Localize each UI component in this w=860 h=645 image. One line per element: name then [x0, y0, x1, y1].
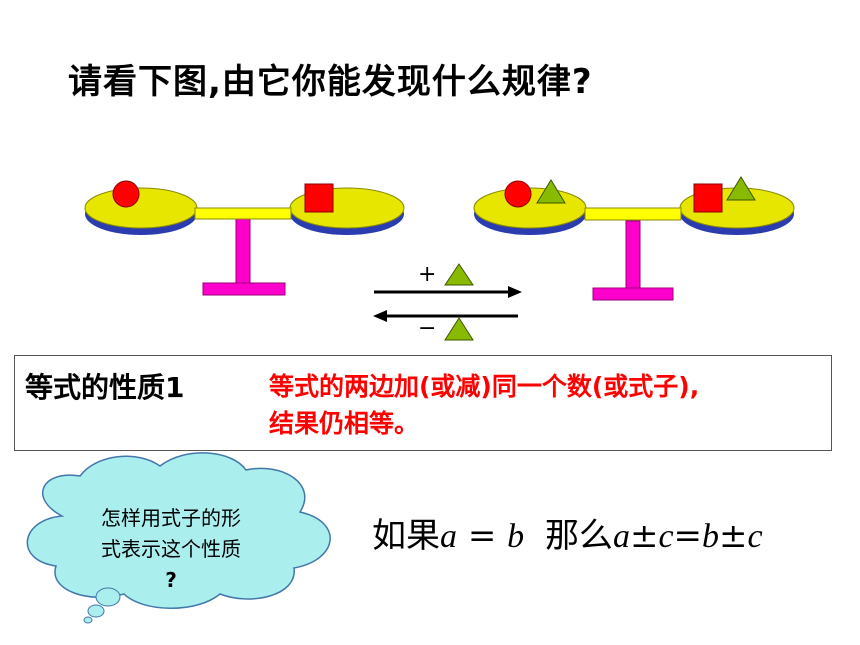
left-arrow-head	[373, 310, 387, 322]
formula-pm-2: ±	[719, 516, 748, 556]
red-square-icon	[304, 183, 334, 213]
plus-sign: +	[418, 262, 437, 287]
green-triangle-icon	[536, 179, 566, 204]
bubble-dot-medium	[87, 604, 105, 618]
property-formula: 如果a = b 那么a±c=b±c	[372, 508, 763, 557]
page-title: 请看下图,由它你能发现什么规律?	[68, 62, 593, 102]
then-word: 那么	[544, 516, 613, 556]
green-triangle-icon	[726, 176, 756, 201]
red-square-icon	[693, 183, 723, 213]
if-word: 如果	[372, 516, 440, 556]
right-balance	[473, 176, 795, 301]
formula-var-c: c	[658, 518, 674, 555]
left-pan	[84, 187, 198, 229]
formula-var-a-2: a	[612, 518, 630, 555]
property-line-2: 结果仍相等。	[269, 409, 420, 438]
thought-bubble	[26, 452, 331, 624]
bubble-line-2: 式表示这个性质	[101, 537, 241, 561]
minus-triangle-icon	[444, 317, 474, 341]
right-arrow-head	[508, 286, 522, 298]
property-line-1: 等式的两边加(或减)同一个数(或式子),	[269, 372, 700, 401]
right-balance-post	[625, 220, 641, 290]
formula-var-c-2: c	[747, 518, 763, 555]
formula-var-a: a	[440, 518, 457, 555]
red-circle-icon	[112, 180, 140, 208]
bubble-dot-large	[95, 587, 121, 607]
left-balance-post	[235, 215, 251, 285]
right-balance-beam	[584, 207, 682, 221]
property-text: 等式的两边加(或减)同一个数(或式子), 结果仍相等。	[269, 368, 699, 442]
left-balance-base	[202, 282, 286, 296]
bubble-line-1: 怎样用式子的形	[101, 506, 241, 530]
left-balance-beam	[194, 207, 292, 220]
transform-arrows	[373, 263, 522, 341]
plus-triangle-icon	[444, 263, 474, 286]
bubble-question: 怎样用式子的形 式表示这个性质 ?	[52, 503, 290, 596]
property-box: 等式的性质1 等式的两边加(或减)同一个数(或式子), 结果仍相等。	[14, 355, 832, 451]
formula-var-b-2: b	[702, 518, 720, 555]
bubble-cloud	[26, 452, 331, 609]
formula-pm: ±	[629, 516, 659, 556]
property-name: 等式的性质1	[25, 371, 185, 404]
minus-sign: −	[418, 316, 437, 341]
formula-equals: =	[467, 516, 497, 556]
red-circle-icon	[504, 180, 532, 208]
bubble-dot-small	[83, 616, 93, 624]
formula-equals-2: =	[673, 516, 703, 556]
formula-var-b: b	[507, 518, 525, 555]
bubble-line-3: ?	[165, 568, 177, 592]
right-balance-base	[592, 287, 674, 301]
left-balance	[84, 180, 405, 296]
